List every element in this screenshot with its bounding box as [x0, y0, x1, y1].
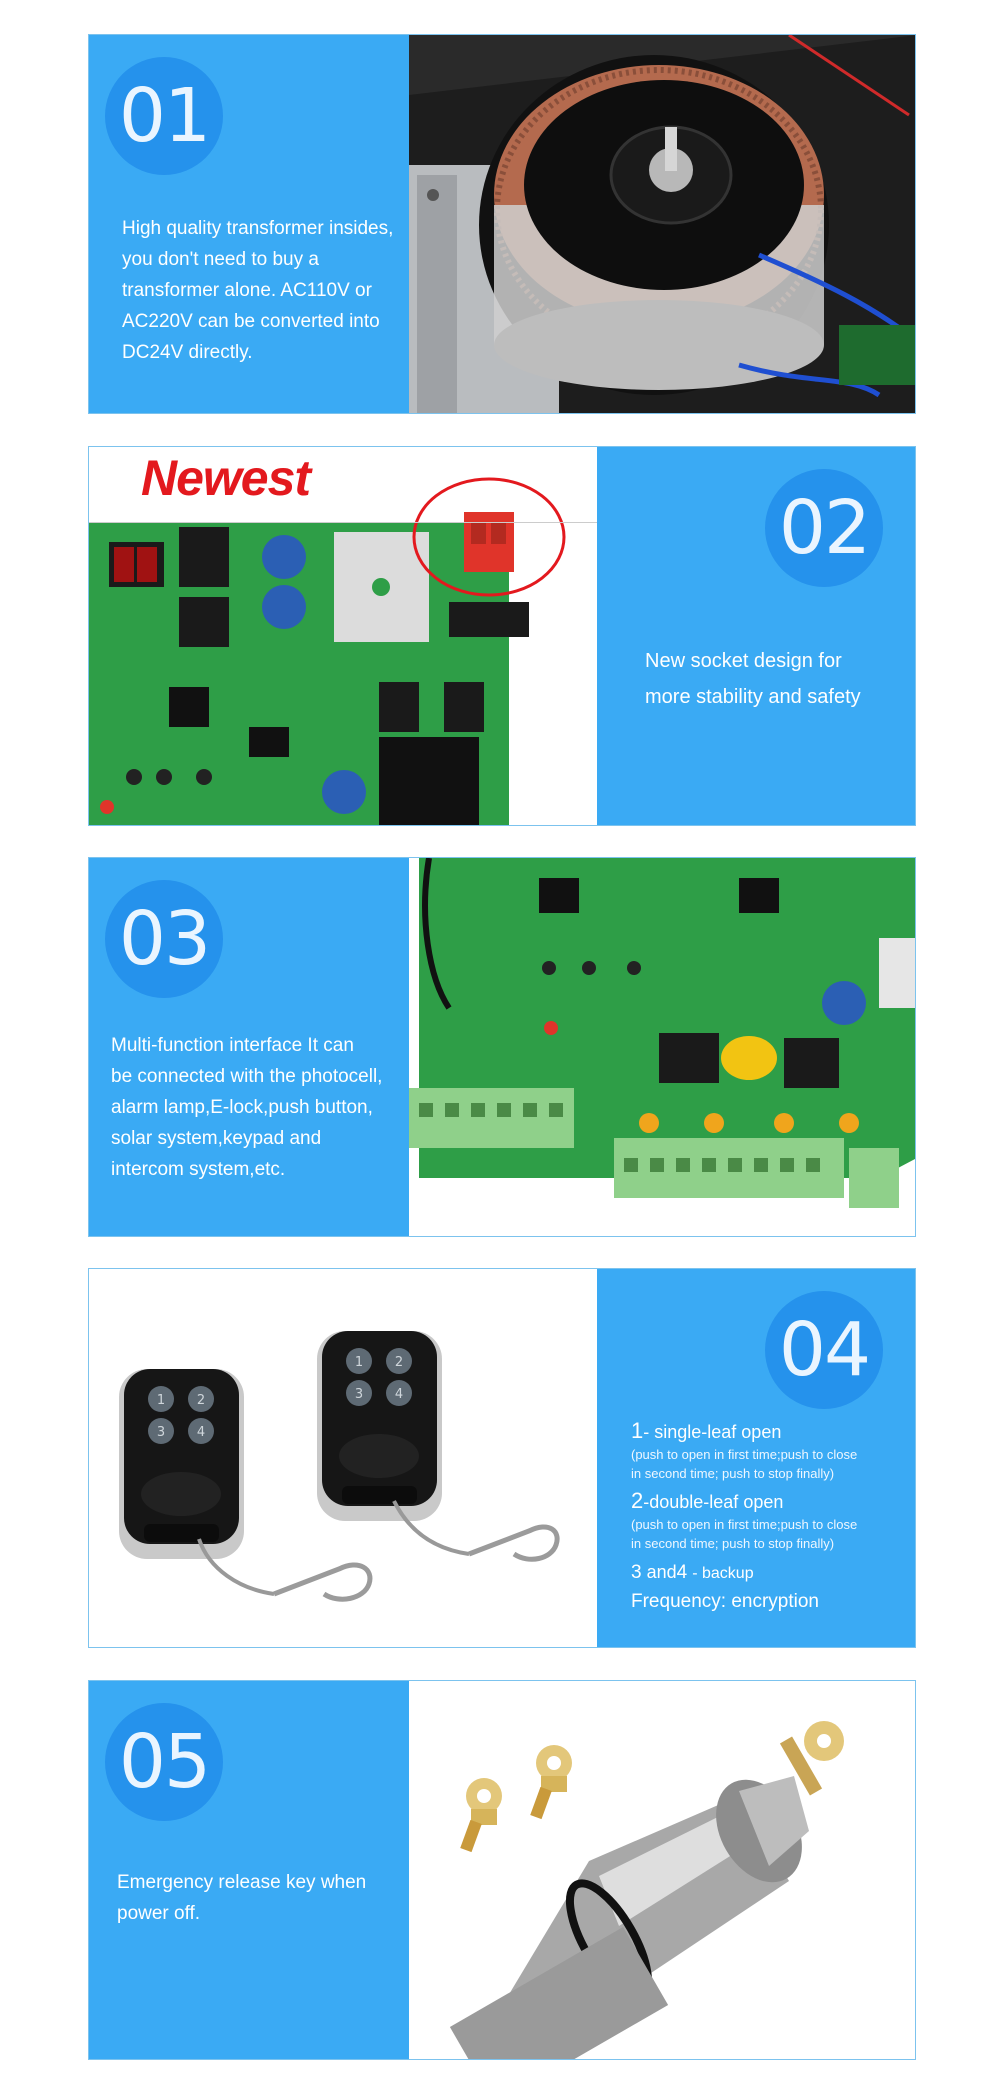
- feature-panel-04: 1 2 3 4 1 2 3 4: [88, 1268, 916, 1648]
- button1-row: 1- single-leaf open: [631, 1418, 782, 1443]
- description-line: power off.: [117, 1903, 201, 1924]
- number-badge: 02: [765, 469, 883, 587]
- description-line: alarm lamp,E-lock,push button,: [111, 1097, 373, 1118]
- feature-panel-01: 01 High quality transformer insides, you…: [88, 34, 916, 414]
- feature-description: Multi-function interface It can be conne…: [111, 1030, 382, 1185]
- remote-key-label: 3: [157, 1425, 165, 1440]
- remote-key-label: 2: [395, 1355, 403, 1370]
- description-line: solar system,keypad and: [111, 1128, 322, 1149]
- number-badge: 05: [105, 1703, 223, 1821]
- remote-key-label: 1: [355, 1355, 363, 1370]
- feature-text-area: 01 High quality transformer insides, you…: [89, 35, 409, 413]
- description-line: DC24V directly.: [122, 342, 253, 363]
- button34-row: 3 and4 - backup: [631, 1562, 754, 1583]
- feature-description: Emergency release key when power off.: [117, 1867, 366, 1929]
- description-line: Emergency release key when: [117, 1872, 367, 1893]
- control-board-photo: Newest: [89, 447, 597, 825]
- description-line: you don't need to buy a: [122, 249, 319, 270]
- feature-text-area: 05 Emergency release key when power off.: [89, 1681, 409, 2059]
- release-key-photo: [409, 1681, 915, 2059]
- feature-description: New socket design for more stability and…: [645, 643, 861, 715]
- description-line: transformer alone. AC110V or: [122, 280, 372, 301]
- description-line: Multi-function interface It can: [111, 1035, 354, 1056]
- feature-number: 03: [118, 896, 211, 982]
- button1-note: in second time; push to stop finally): [631, 1466, 835, 1481]
- button2-note: in second time; push to stop finally): [631, 1536, 835, 1551]
- feature-number: 01: [118, 73, 211, 159]
- feature-description: High quality transformer insides, you do…: [122, 213, 393, 368]
- feature-panel-02: Newest 02 New socket design for more sta…: [88, 446, 916, 826]
- feature-text-area: 04 1- single-leaf open (push to open in …: [597, 1269, 915, 1647]
- description-line: New socket design for: [645, 650, 842, 672]
- interface-board-photo: [409, 858, 915, 1236]
- feature-text-area: 03 Multi-function interface It can be co…: [89, 858, 409, 1236]
- remote-controls-photo: 1 2 3 4 1 2 3 4: [89, 1269, 597, 1647]
- description-line: more stability and safety: [645, 686, 861, 708]
- remote-key-label: 4: [395, 1387, 403, 1402]
- number-badge: 03: [105, 880, 223, 998]
- remote-key-label: 1: [157, 1393, 165, 1408]
- description-line: be connected with the photocell,: [111, 1066, 383, 1087]
- transformer-photo: [409, 35, 915, 413]
- button2-row: 2-double-leaf open: [631, 1488, 784, 1513]
- number-badge: 04: [765, 1291, 883, 1409]
- feature-number: 05: [118, 1719, 211, 1805]
- feature-text-area: 02 New socket design for more stability …: [597, 447, 915, 825]
- feature-number: 04: [778, 1307, 871, 1393]
- frequency-label: Frequency: encryption: [631, 1591, 819, 1612]
- button1-note: (push to open in first time;push to clos…: [631, 1447, 858, 1462]
- description-line: intercom system,etc.: [111, 1159, 286, 1180]
- feature-panel-03: 03 Multi-function interface It can be co…: [88, 857, 916, 1237]
- remote-key-label: 2: [197, 1393, 205, 1408]
- feature-number: 02: [778, 485, 871, 571]
- remote-key-label: 4: [197, 1425, 205, 1440]
- description-line: High quality transformer insides,: [122, 218, 394, 239]
- button-functions: 1- single-leaf open (push to open in fir…: [631, 1417, 857, 1615]
- description-line: AC220V can be converted into: [122, 311, 380, 332]
- number-badge: 01: [105, 57, 223, 175]
- remote-key-label: 3: [355, 1387, 363, 1402]
- feature-panel-05: 05 Emergency release key when power off.: [88, 1680, 916, 2060]
- button2-note: (push to open in first time;push to clos…: [631, 1517, 858, 1532]
- newest-badge: Newest: [141, 450, 311, 506]
